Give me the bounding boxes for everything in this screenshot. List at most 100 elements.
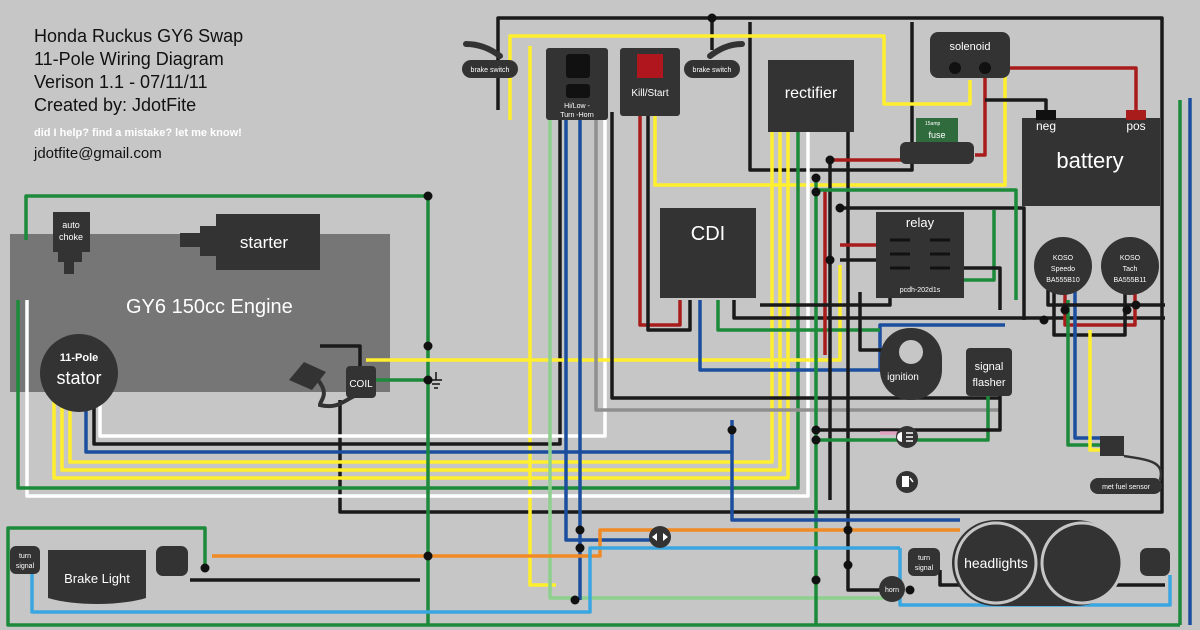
wire-black-neg <box>985 98 1048 110</box>
wire-white-stator <box>98 110 607 438</box>
junction-dot <box>1039 315 1049 325</box>
feedback-note: did I help? find a mistake? let me know! <box>34 127 242 139</box>
engine-label: GY6 150cc Engine <box>126 296 293 318</box>
wire-green-relay <box>816 188 1018 300</box>
wire-black-gauge-top <box>1046 290 1165 307</box>
svg-text:fuse: fuse <box>928 130 945 140</box>
svg-text:pos: pos <box>1126 119 1145 133</box>
svg-text:rectifier: rectifier <box>785 85 838 102</box>
svg-text:Hi/Low -: Hi/Low - <box>564 103 590 110</box>
svg-text:turn: turn <box>19 553 31 560</box>
wire-green-fuel <box>1066 300 1108 447</box>
wire-yellow-harness-3 <box>68 125 774 464</box>
svg-text:BA555B10: BA555B10 <box>1046 277 1080 284</box>
turn-signal-front-right <box>1140 548 1170 576</box>
svg-text:relay: relay <box>906 215 935 230</box>
svg-text:turn: turn <box>918 555 930 562</box>
wire-yellow-harness-2 <box>60 125 782 472</box>
diagram-version: Verison 1.1 - 07/11/11 <box>34 72 207 92</box>
stator: 11-Pole stator <box>40 334 118 412</box>
svg-text:15amp: 15amp <box>925 121 941 127</box>
svg-text:pcdh-202d1s: pcdh-202d1s <box>900 287 941 294</box>
svg-text:headlights: headlights <box>964 555 1028 571</box>
wire-red-kill <box>638 112 682 327</box>
wire-orange-rear <box>212 528 880 558</box>
wire-green-flasher <box>816 396 990 442</box>
wire-black-kill <box>646 112 692 332</box>
svg-text:brake switch: brake switch <box>693 67 732 74</box>
wire-white-harness <box>25 125 810 498</box>
junction-dot <box>423 551 433 561</box>
svg-text:ignition: ignition <box>887 372 919 383</box>
headlights: headlights <box>952 520 1124 606</box>
junction-dot <box>843 525 853 535</box>
diagram-title: Honda Ruckus GY6 Swap <box>34 26 243 46</box>
wire-black-relay-right <box>962 266 1002 310</box>
svg-text:KOSO: KOSO <box>1053 255 1074 262</box>
svg-text:11-Pole: 11-Pole <box>60 352 99 364</box>
headlight-indicator-icon <box>896 426 918 448</box>
wire-green-rear <box>6 526 207 568</box>
wire-lightgreen-hilow <box>548 112 895 600</box>
svg-text:CDI: CDI <box>691 223 725 245</box>
junction-dot <box>835 203 845 213</box>
junction-dot <box>811 187 821 197</box>
wire-lightblue-rear <box>30 546 900 614</box>
wire-green-choke <box>24 194 430 625</box>
koso-tachometer: KOSO Tach BA555B11 <box>1101 237 1159 295</box>
wire-green-relay-right <box>960 210 996 282</box>
junction-dot <box>811 173 821 183</box>
junction-dot <box>727 425 737 435</box>
wire-black-flasher <box>816 396 1002 432</box>
ignition-coil: COIL <box>346 366 376 398</box>
auto-choke: auto choke <box>53 212 90 274</box>
svg-text:stator: stator <box>56 368 101 388</box>
junction-dot <box>423 341 433 351</box>
wire-black-central <box>846 120 880 592</box>
wire-black-hilow <box>610 112 1000 400</box>
wire-red-fuse <box>830 68 987 162</box>
svg-text:brake switch: brake switch <box>471 67 510 74</box>
horn: horn <box>879 576 905 602</box>
svg-text:Turn -Horn: Turn -Horn <box>560 112 594 119</box>
junction-dot <box>575 543 585 553</box>
svg-text:signal: signal <box>16 563 35 570</box>
junction-dot <box>811 425 821 435</box>
fuel-gauge-icon <box>896 471 918 493</box>
spark-plug-cap <box>289 362 361 409</box>
wire-black-cdi <box>732 300 1165 320</box>
junction-dot <box>575 525 585 535</box>
kill-start-switch: Kill/Start <box>620 48 680 116</box>
turn-signal-rear-right <box>156 546 188 576</box>
junction-dot <box>1131 300 1141 310</box>
junction-dot <box>1122 305 1132 315</box>
junction-dot <box>843 560 853 570</box>
wire-blue-headlight <box>730 452 960 522</box>
wire-black-top-loop <box>338 16 1164 514</box>
svg-text:BA555B11: BA555B11 <box>1114 277 1147 284</box>
svg-text:Speedo: Speedo <box>1051 266 1075 273</box>
starter-solenoid: solenoid <box>930 32 1010 78</box>
rectifier: rectifier <box>768 60 854 132</box>
wire-blue-fuel <box>1073 290 1108 440</box>
wire-yellow-fuel <box>1088 330 1108 452</box>
junction-dot <box>423 375 433 385</box>
fuse: 15amp fuse <box>900 118 974 164</box>
junction-dot <box>570 595 580 605</box>
svg-text:solenoid: solenoid <box>950 41 991 53</box>
starter-motor: starter <box>180 214 320 270</box>
svg-text:met fuel sensor: met fuel sensor <box>1102 484 1151 491</box>
battery: neg pos battery <box>1022 110 1160 206</box>
brake-switch-right: brake switch <box>684 41 745 78</box>
junction-dot <box>811 575 821 585</box>
junction-dot <box>905 585 915 595</box>
brake-switch-left: brake switch <box>462 41 518 78</box>
svg-text:horn: horn <box>885 587 899 594</box>
junction-dot <box>1060 305 1070 315</box>
wire-red-solenoid-pos <box>985 66 1138 110</box>
svg-text:signal: signal <box>975 361 1004 373</box>
turn-signal-left: turn signal <box>10 546 40 574</box>
svg-text:auto: auto <box>62 220 80 230</box>
svg-text:flasher: flasher <box>972 377 1005 389</box>
